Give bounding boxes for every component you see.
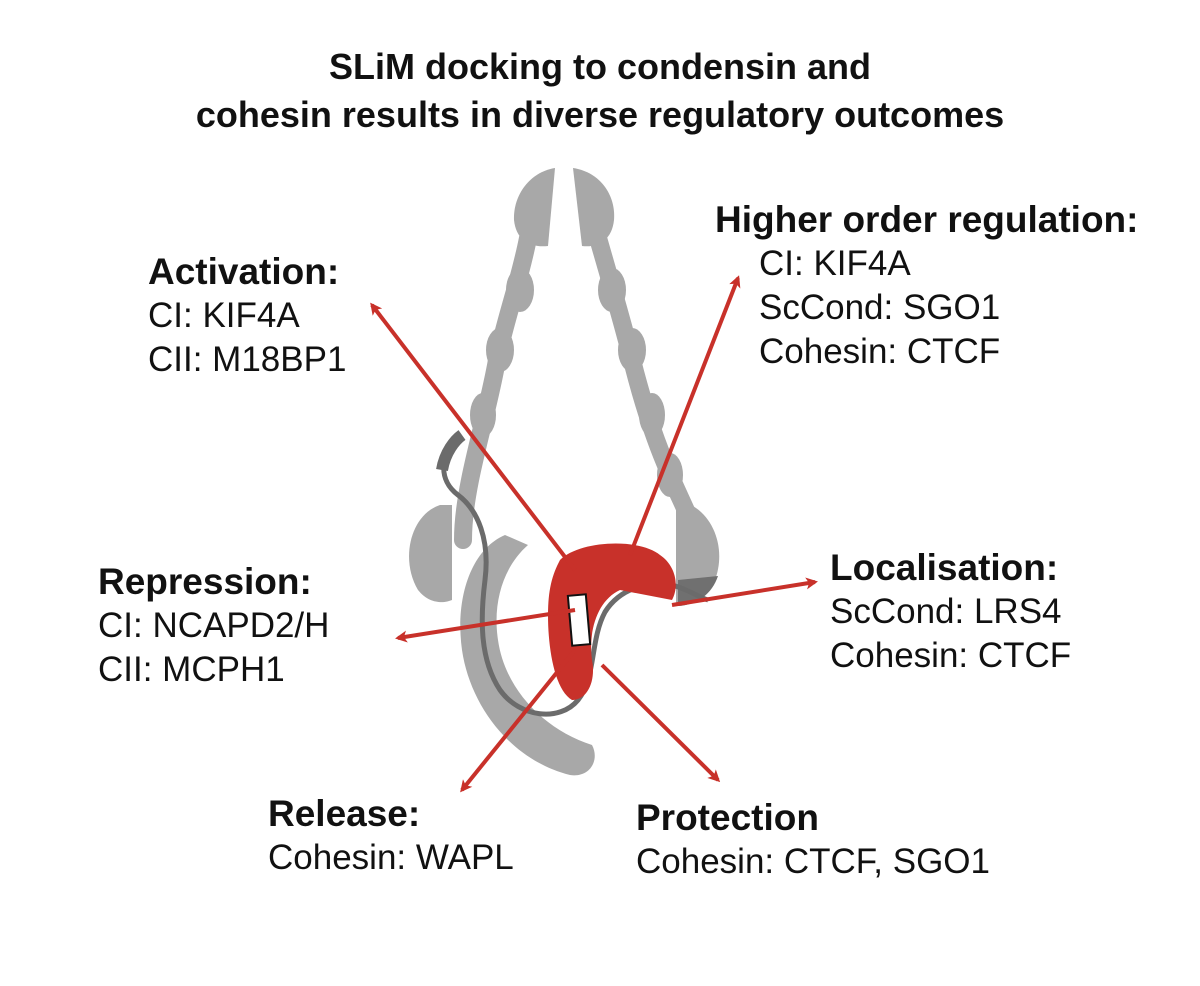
localisation-item: ScCond: LRS4 xyxy=(830,592,1062,631)
localisation-block: Localisation: ScCond: LRS4 Cohesin: CTCF xyxy=(830,546,1071,678)
repression-item: CI: NCAPD2/H xyxy=(98,606,330,645)
higher-order-item: Cohesin: CTCF xyxy=(759,332,1001,371)
localisation-heading: Localisation: xyxy=(830,547,1059,588)
higher-order-item: ScCond: SGO1 xyxy=(759,288,1001,327)
outcome-arrows xyxy=(370,275,818,793)
smc-heads xyxy=(409,500,720,606)
protection-item: Cohesin: CTCF, SGO1 xyxy=(636,842,990,881)
left-head xyxy=(409,505,452,603)
release-item: Cohesin: WAPL xyxy=(268,838,514,877)
activation-item: CI: KIF4A xyxy=(148,296,300,335)
hawk-subunit xyxy=(460,535,595,776)
arrow-localisation xyxy=(671,577,818,607)
protection-block: Protection Cohesin: CTCF, SGO1 xyxy=(636,796,990,884)
release-block: Release: Cohesin: WAPL xyxy=(268,792,514,880)
hinge-right xyxy=(573,168,615,247)
arrow-release xyxy=(460,648,577,793)
title-line-2: cohesin results in diverse regulatory ou… xyxy=(195,94,1005,135)
repression-item: CII: MCPH1 xyxy=(98,650,285,689)
right-head-band xyxy=(678,576,718,606)
red-subunit xyxy=(548,543,676,700)
higher-order-block: Higher order regulation: CI: KIF4A ScCon… xyxy=(715,198,1138,374)
arrow-activation xyxy=(370,302,577,572)
localisation-item: Cohesin: CTCF xyxy=(830,636,1072,675)
repression-heading: Repression: xyxy=(98,561,312,602)
slim-binding-site xyxy=(566,593,592,647)
title-line-1: SLiM docking to condensin and xyxy=(328,46,871,87)
higher-order-item: CI: KIF4A xyxy=(759,244,911,283)
activation-item: CII: M18BP1 xyxy=(148,340,347,379)
arrow-protection xyxy=(600,663,721,783)
release-heading: Release: xyxy=(268,793,421,834)
hinge-left xyxy=(513,168,555,247)
repression-block: Repression: CI: NCAPD2/H CII: MCPH1 xyxy=(98,560,329,692)
kleisin-linker-end xyxy=(436,430,466,472)
activation-heading: Activation: xyxy=(148,251,340,292)
protection-heading: Protection xyxy=(636,797,819,838)
arrow-repression xyxy=(395,608,576,643)
higher-order-heading: Higher order regulation: xyxy=(715,199,1139,240)
activation-block: Activation: CI: KIF4A CII: M18BP1 xyxy=(148,250,346,382)
arrow-higher-order xyxy=(628,275,741,556)
